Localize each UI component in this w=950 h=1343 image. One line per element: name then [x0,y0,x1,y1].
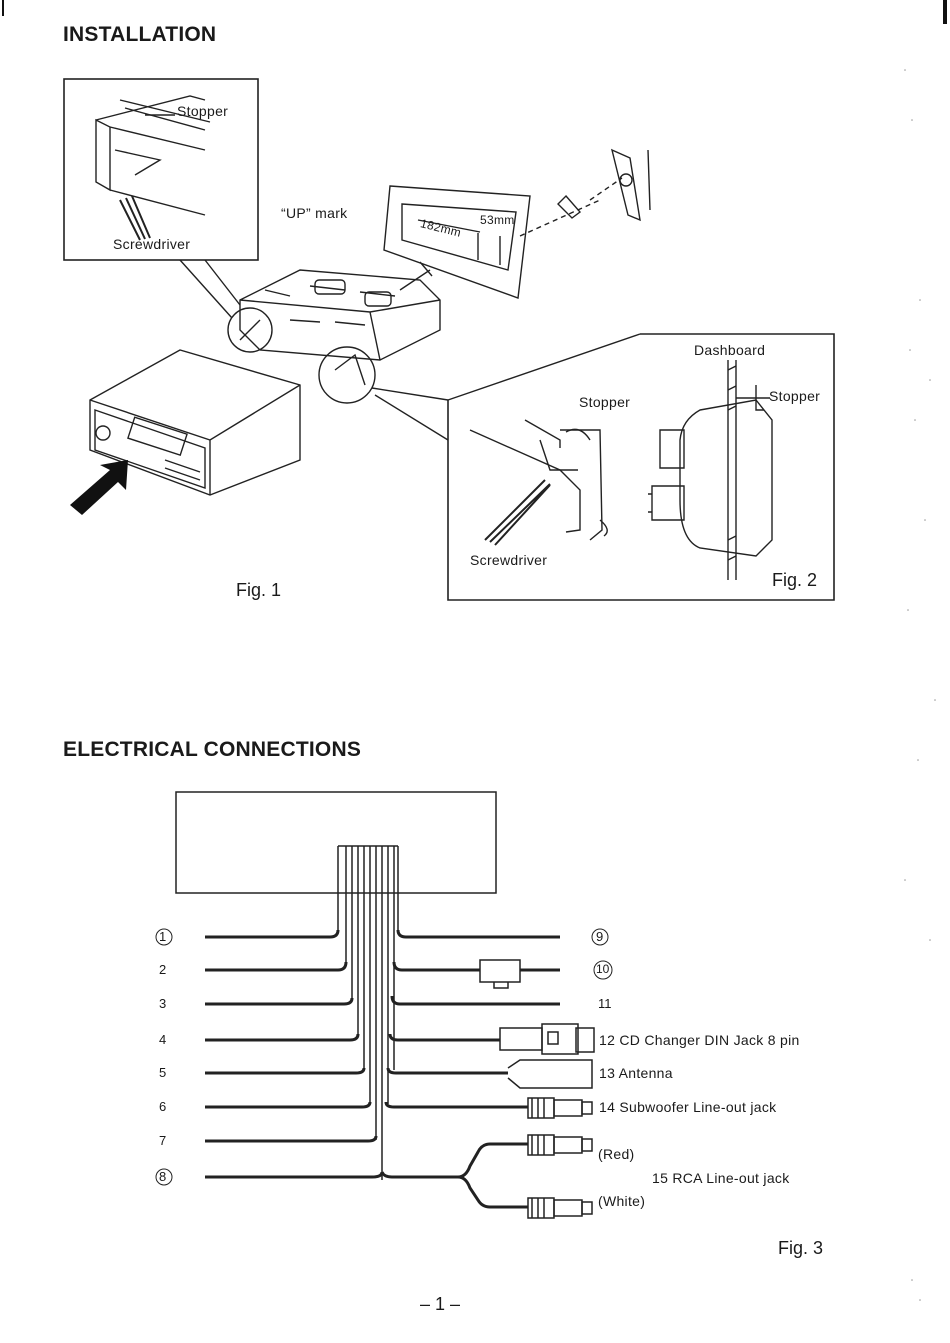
scan-margin-specks [0,0,950,1343]
